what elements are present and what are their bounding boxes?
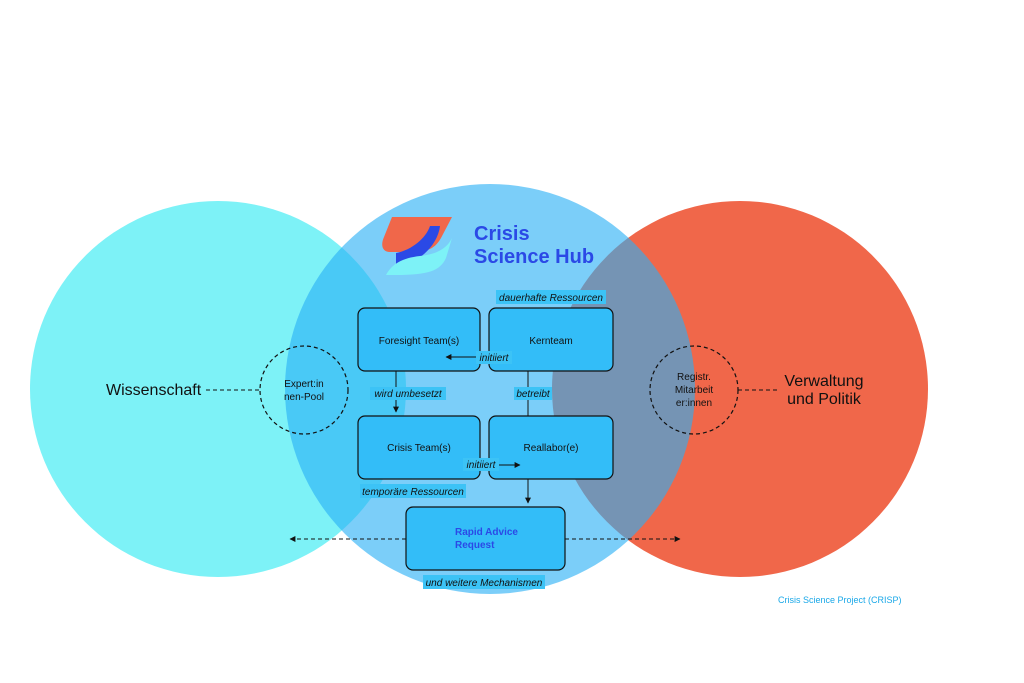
crisis-team-label: Crisis Team(s) bbox=[387, 443, 451, 454]
expert-pool-label-line1: Expert:in bbox=[284, 379, 323, 390]
tag-initiiert-top: initiiert bbox=[480, 353, 510, 364]
tag-initiiert-top-bg bbox=[476, 351, 512, 364]
expert-pool-circle bbox=[259, 345, 349, 435]
tag-dauerhafte-bg bbox=[496, 290, 606, 304]
tag-betreibt-bg bbox=[514, 387, 552, 400]
registered-staff-label-line1: Registr. bbox=[677, 372, 711, 383]
tag-initiiert-bottom-bg bbox=[463, 458, 499, 471]
tag-wird-umbesetzt: wird umbesetzt bbox=[374, 389, 442, 400]
foresight-team-label: Foresight Team(s) bbox=[379, 336, 459, 347]
rapid-advice-label-line1: Rapid Advice bbox=[455, 527, 518, 538]
expert-pool-label-line2: nen-Pool bbox=[284, 392, 324, 403]
tag-weitere: und weitere Mechanismen bbox=[426, 578, 543, 589]
tag-initiiert-bottom: initiiert bbox=[467, 460, 497, 471]
crisis-team-box bbox=[357, 415, 481, 480]
registered-staff-label-line3: er:innen bbox=[676, 398, 712, 409]
wissenschaft-label: Wissenschaft bbox=[106, 382, 202, 399]
crisis-science-hub-logo-icon bbox=[382, 217, 452, 275]
kernteam-label: Kernteam bbox=[529, 336, 572, 347]
tag-temporaere-bg bbox=[360, 484, 466, 498]
tag-temporaere: temporäre Ressourcen bbox=[362, 487, 464, 498]
verwaltung-label-line1: Verwaltung bbox=[784, 373, 863, 390]
footer-credit: Crisis Science Project (CRISP) bbox=[778, 595, 902, 605]
kernteam-box bbox=[488, 307, 614, 372]
tag-betreibt: betreibt bbox=[516, 389, 551, 400]
rapid-advice-box bbox=[405, 506, 566, 571]
logo-title-line1: Crisis bbox=[474, 223, 530, 245]
registered-staff-label-line2: Mitarbeit bbox=[675, 385, 714, 396]
rapid-advice-label-line2: Request bbox=[455, 540, 495, 551]
logo-title-line2: Science Hub bbox=[474, 246, 594, 268]
tag-wird-umbesetzt-bg bbox=[370, 387, 446, 400]
reallabor-label: Reallabor(e) bbox=[523, 443, 578, 454]
tag-dauerhafte: dauerhafte Ressourcen bbox=[499, 293, 603, 304]
tag-weitere-bg bbox=[423, 575, 545, 589]
verwaltung-label-line2: und Politik bbox=[787, 391, 862, 408]
